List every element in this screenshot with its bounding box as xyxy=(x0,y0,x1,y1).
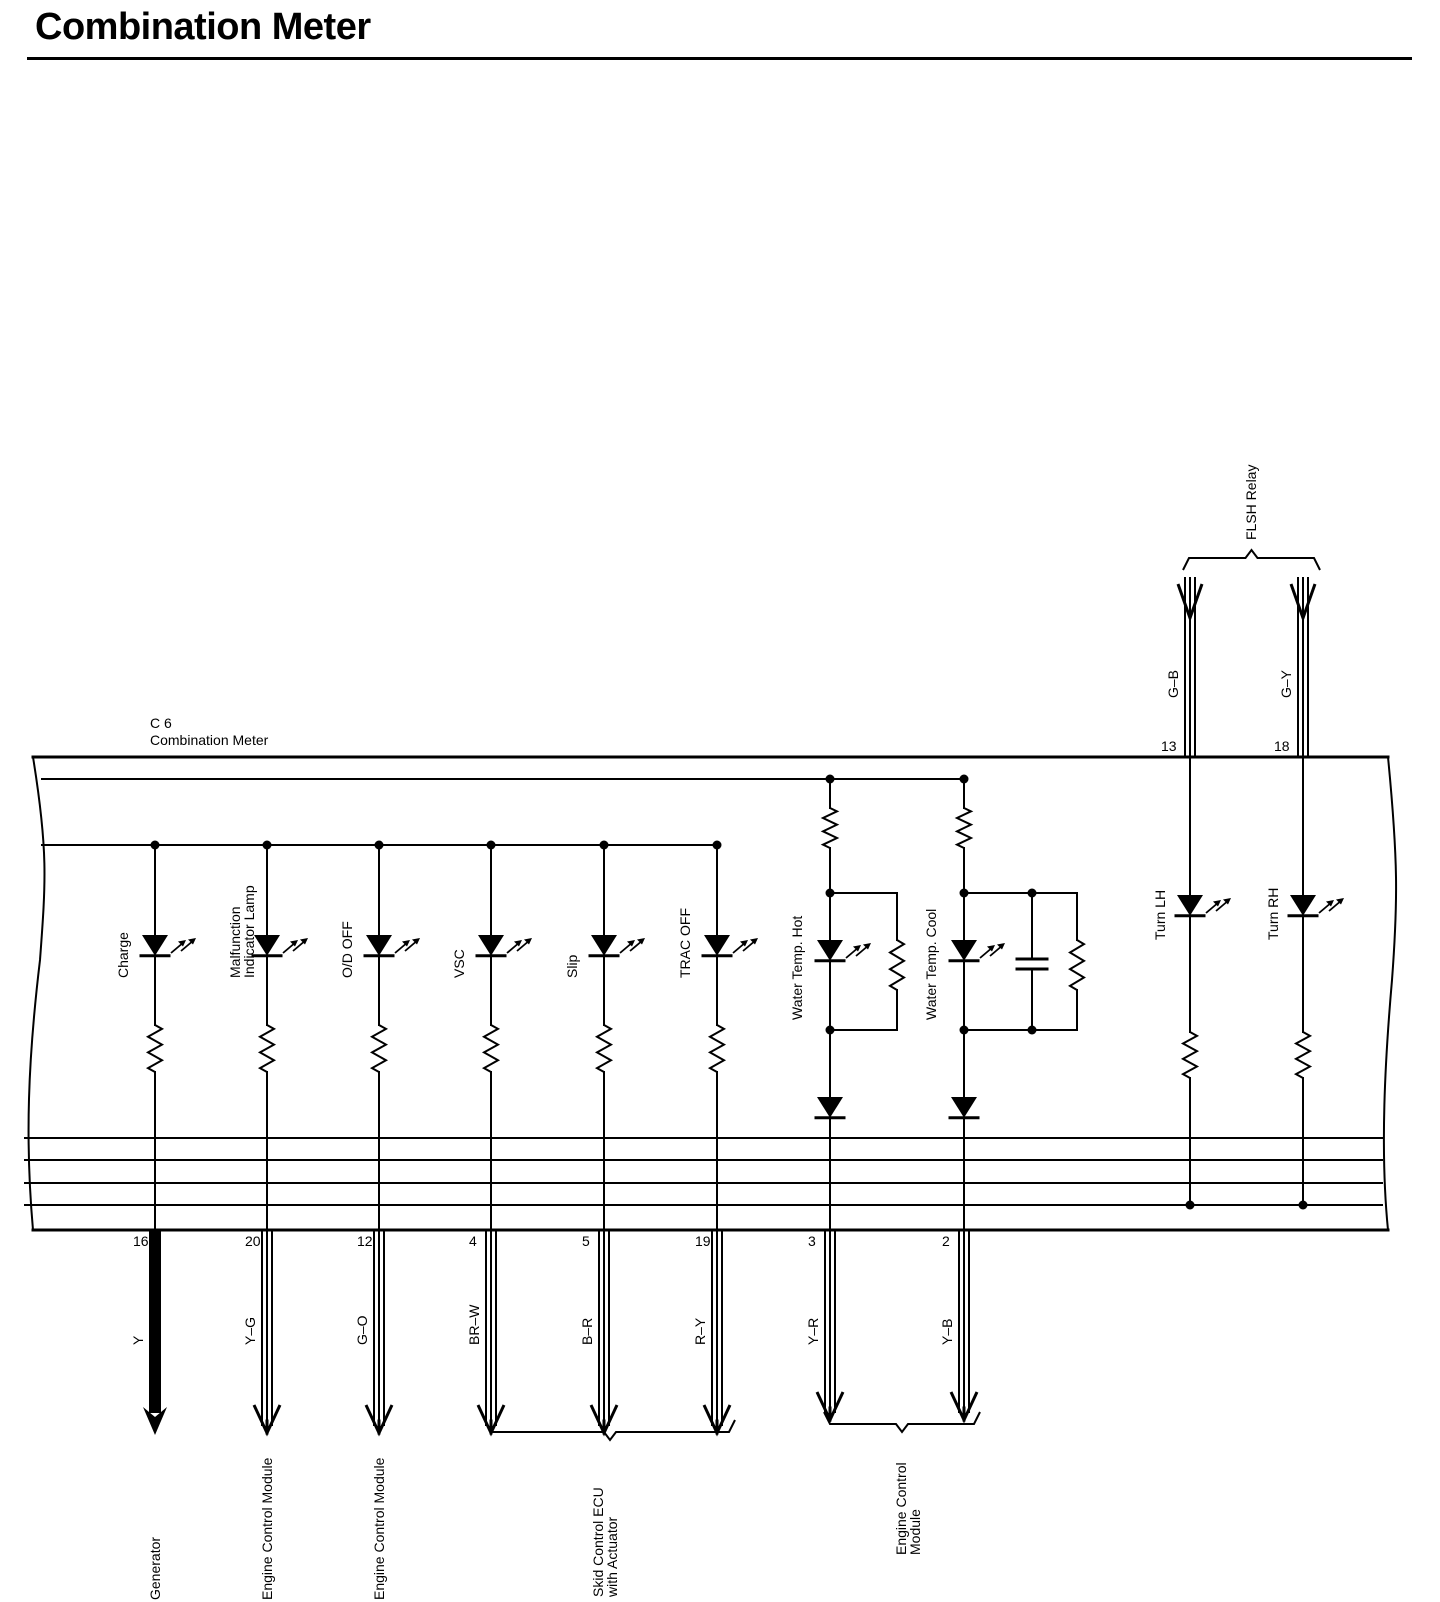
lamp-mil: MalfunctionIndicator Lamp 20Y–G Engine Con… xyxy=(227,840,308,1600)
lh-label: Turn LH xyxy=(1152,890,1168,940)
od-off-led-icon xyxy=(363,935,420,958)
mil-wire xyxy=(252,1229,282,1437)
vsc-led-icon xyxy=(475,935,532,958)
skid-ecu-brace xyxy=(484,1419,736,1442)
vsc-pin: 4 xyxy=(469,1233,477,1249)
resistor xyxy=(1068,939,1086,991)
slip-wire-color: B–R xyxy=(579,1318,595,1345)
combination-meter-box xyxy=(27,755,1398,1232)
mil-wire-color: Y–G xyxy=(242,1317,258,1345)
connection-braces xyxy=(484,548,1321,1442)
water-temp-gauges: Water Temp. Hot 3Y–R Water Temp. Cool 2Y–B xyxy=(789,774,1005,1424)
lh-wire-color: G–B xyxy=(1165,670,1181,698)
flsh-relay-brace xyxy=(1182,548,1321,571)
resistor xyxy=(594,1024,614,1073)
od-off-destination: Engine Control Module xyxy=(371,1457,387,1600)
cool-diode-icon xyxy=(948,1097,980,1120)
mil-pin: 20 xyxy=(245,1233,261,1249)
mil-destination: Engine Control Module xyxy=(259,1457,275,1600)
trac-off-pin: 19 xyxy=(695,1233,711,1249)
cool-parallel-network xyxy=(963,888,1086,1035)
mil-label: MalfunctionIndicator Lamp xyxy=(227,885,257,978)
resistor xyxy=(1180,1031,1200,1079)
resistor xyxy=(820,807,840,849)
slip-label: Slip xyxy=(564,954,580,978)
charge-destination: Generator xyxy=(147,1537,163,1600)
slip-pin: 5 xyxy=(582,1233,590,1249)
hot-diode-icon xyxy=(814,1097,846,1120)
title-rule xyxy=(27,57,1412,60)
od-off-pin: 12 xyxy=(357,1233,373,1249)
junction-dot xyxy=(1298,1200,1308,1210)
resistor xyxy=(707,1024,727,1073)
vsc-wire-color: BR–W xyxy=(466,1304,482,1345)
resistor xyxy=(257,1024,277,1073)
cool-wire-color: Y–B xyxy=(939,1319,955,1345)
rh-wire-color: G–Y xyxy=(1278,669,1294,698)
ecm-label: Engine ControlModule xyxy=(893,1462,923,1555)
lamp-od-off: O/D OFF 12G–O Engine Control Module xyxy=(339,840,420,1600)
rh-pin: 18 xyxy=(1274,738,1290,754)
lh-pin: 13 xyxy=(1161,738,1177,754)
cool-led-icon xyxy=(948,940,1005,963)
resistor xyxy=(369,1024,389,1073)
rh-wire xyxy=(1289,577,1317,758)
lh-led-icon xyxy=(1174,895,1231,918)
lamp-slip: Slip 5B–R xyxy=(564,840,645,1437)
mil-led-icon xyxy=(251,935,308,958)
trac-off-label: TRAC OFF xyxy=(677,908,693,978)
internal-bus-lines xyxy=(24,778,1383,1206)
flsh-relay-label: FLSH Relay xyxy=(1243,465,1259,540)
group-labels: Skid Control ECUwith Actuator Engine Cont… xyxy=(590,465,1259,1598)
vsc-label: VSC xyxy=(451,949,467,978)
page-title: Combination Meter xyxy=(35,6,371,48)
hot-pin: 3 xyxy=(808,1233,816,1249)
cool-label: Water Temp. Cool xyxy=(923,909,939,1020)
cool-pin: 2 xyxy=(942,1233,950,1249)
charge-label: Charge xyxy=(115,932,131,978)
skid-ecu-label: Skid Control ECUwith Actuator xyxy=(590,1487,620,1598)
resistor xyxy=(888,939,906,991)
ecm-brace xyxy=(823,1411,981,1434)
rh-label: Turn RH xyxy=(1265,888,1281,940)
hot-led-icon xyxy=(814,940,871,963)
charge-wire-color: Y xyxy=(130,1335,146,1345)
rh-led-icon xyxy=(1287,895,1344,918)
charge-led-icon xyxy=(139,935,196,958)
hot-wire xyxy=(815,1229,845,1424)
resistor xyxy=(145,1024,165,1073)
resistor xyxy=(954,807,974,849)
charge-wire xyxy=(143,1230,167,1435)
component-code: C 6 xyxy=(150,715,172,731)
resistor xyxy=(481,1024,501,1073)
component-name: Combination Meter xyxy=(150,732,269,748)
od-off-wire-color: G–O xyxy=(354,1315,370,1345)
od-off-wire xyxy=(364,1229,394,1437)
cool-wire xyxy=(949,1229,979,1424)
lh-wire xyxy=(1176,577,1204,758)
lamp-trac-off: TRAC OFF 19R–Y xyxy=(677,840,758,1437)
water-temp-cool: Water Temp. Cool 2Y–B xyxy=(923,774,1005,1424)
hot-wire-color: Y–R xyxy=(805,1318,821,1345)
water-temp-hot: Water Temp. Hot 3Y–R xyxy=(789,774,871,1424)
trac-off-led-icon xyxy=(701,935,758,958)
junction-dot xyxy=(1185,1200,1195,1210)
lamp-vsc: VSC 4BR–W xyxy=(451,840,532,1437)
trac-off-wire-color: R–Y xyxy=(692,1317,708,1345)
charge-pin: 16 xyxy=(133,1233,149,1249)
resistor xyxy=(1293,1031,1313,1079)
hot-label: Water Temp. Hot xyxy=(789,916,805,1020)
od-off-label: O/D OFF xyxy=(339,921,355,978)
slip-led-icon xyxy=(588,935,645,958)
lamp-charge: Charge 16Y Generator xyxy=(115,840,196,1600)
indicator-lamps: Charge 16Y Generator MalfunctionIndicator L… xyxy=(115,840,758,1600)
hot-parallel-resistor xyxy=(829,892,906,1031)
